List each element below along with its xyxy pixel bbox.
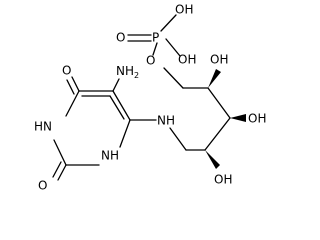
bond-c5-nh2 (112, 78, 120, 92)
atom-oh-p2: OH (178, 53, 196, 67)
atom-nh-link: NH (157, 114, 175, 128)
bond-c2-o-b (52, 161, 62, 178)
atom-oh-c3: OH (248, 112, 266, 126)
atom-nh-ring: NH (101, 149, 119, 163)
wedge-c4-oh (208, 69, 221, 88)
bond-p-oh1 (160, 14, 177, 32)
wedge-c3-oh (230, 114, 246, 122)
bond-c6-c5 (112, 90, 131, 121)
atom-oh-p1: OH (175, 3, 193, 17)
bond-n1-c6 (119, 119, 131, 148)
bond-o-p (152, 42, 158, 56)
atom-hn-left: HN (34, 120, 52, 134)
structure-diagram: NH2 O HN O NH NH O P O OH OH OH OH OH (34, 3, 266, 193)
bond-n3-c2 (53, 139, 67, 166)
bond-c4-o-b (66, 79, 75, 95)
bond-nh-c1 (169, 127, 187, 151)
atom-oh-c4: OH (210, 53, 228, 67)
atom-p: P (152, 31, 159, 45)
bond-c4-o-a (71, 76, 80, 92)
atom-o-ester: O (146, 54, 155, 68)
bond-c3-c4 (207, 87, 231, 119)
atom-o-double: O (116, 31, 125, 45)
bond-c4-n3 (65, 90, 80, 117)
bond-c6-c5-inner (109, 95, 125, 120)
bond-c2-c3 (204, 117, 231, 151)
bond-c5-o (163, 67, 184, 89)
atom-oh-c2: OH (214, 173, 232, 187)
atom-o-bottom: O (38, 179, 47, 193)
bond-c2-o-a (57, 164, 67, 181)
bond-p-oh2 (165, 38, 181, 57)
wedge-c2-oh (205, 150, 220, 169)
atom-nh2: NH2 (116, 64, 139, 80)
atom-o-top: O (62, 64, 71, 78)
